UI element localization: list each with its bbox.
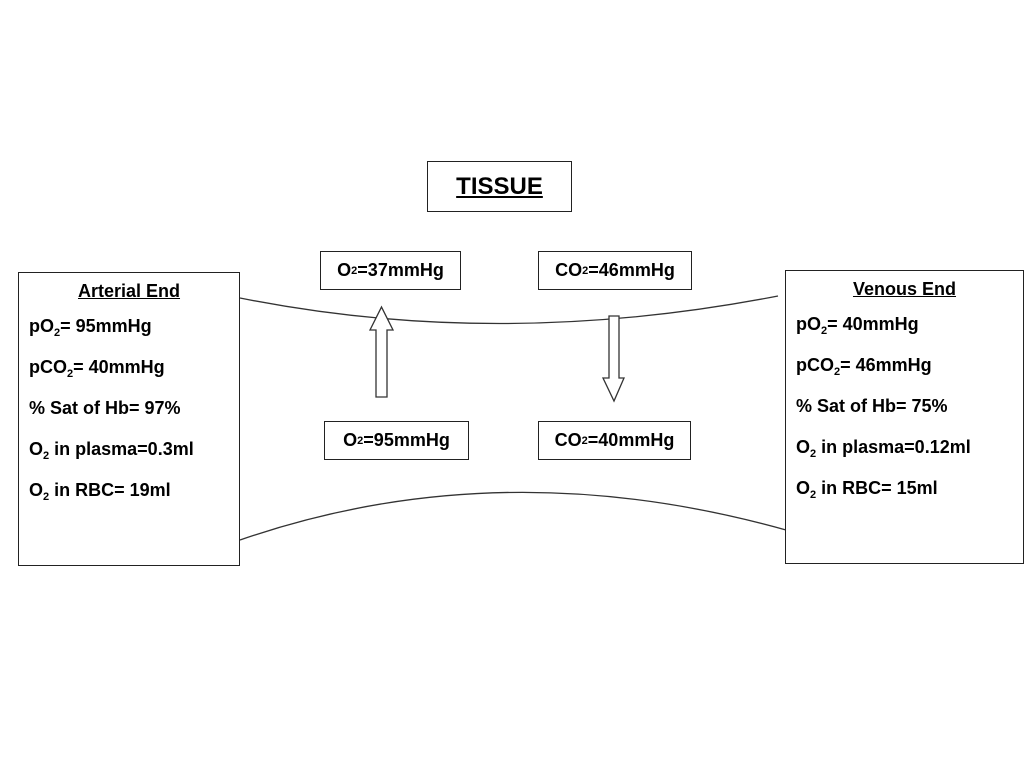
- capillary-upper-wall: [239, 295, 779, 325]
- arterial-pco2-label: pCO: [29, 357, 67, 377]
- venous-o2-plasma-sub: 2: [810, 448, 817, 460]
- arterial-hb-sat-text: % Sat of Hb= 97%: [29, 398, 181, 418]
- arterial-pco2-value: = 40mmHg: [73, 357, 165, 377]
- venous-o2-rbc: O2 in RBC= 15ml: [796, 478, 1013, 501]
- venous-hb-sat-text: % Sat of Hb= 75%: [796, 396, 948, 416]
- venous-po2-label: pO: [796, 314, 821, 334]
- arterial-o2-plasma-label: O: [29, 439, 44, 459]
- arrow-up-icon: [368, 305, 395, 398]
- venous-o2-rbc-sub: 2: [810, 489, 817, 501]
- arterial-end-heading: Arterial End: [77, 281, 181, 301]
- venous-hb-sat: % Sat of Hb= 75%: [796, 396, 1013, 417]
- venous-end-heading: Venous End: [852, 279, 957, 299]
- arterial-po2-label: pO: [29, 316, 54, 336]
- venous-pco2-label: pCO: [796, 355, 834, 375]
- blood-o2-value: =95mmHg: [363, 430, 450, 450]
- arterial-po2: pO2= 95mmHg: [29, 316, 229, 339]
- arterial-hb-sat: % Sat of Hb= 97%: [29, 398, 229, 419]
- arterial-o2-rbc: O2 in RBC= 19ml: [29, 480, 229, 503]
- venous-pco2-sub: 2: [834, 366, 841, 378]
- arterial-o2-rbc-value: in RBC= 19ml: [49, 480, 171, 500]
- venous-o2-plasma-label: O: [796, 437, 811, 457]
- arterial-o2-rbc-sub: 2: [43, 491, 50, 503]
- arterial-po2-sub: 2: [54, 327, 61, 339]
- arterial-pco2: pCO2= 40mmHg: [29, 357, 229, 380]
- venous-o2-rbc-label: O: [796, 478, 811, 498]
- capillary-lower-wall: [239, 491, 787, 541]
- venous-po2-sub: 2: [821, 325, 828, 337]
- arterial-o2-plasma-sub: 2: [43, 450, 50, 462]
- tissue-title-box: TISSUE: [427, 161, 572, 212]
- tissue-co2-value: =46mmHg: [588, 260, 675, 280]
- arterial-o2-plasma: O2 in plasma=0.3ml: [29, 439, 229, 462]
- arterial-end-box: Arterial End pO2= 95mmHg pCO2= 40mmHg % …: [18, 272, 240, 566]
- arterial-o2-rbc-label: O: [29, 480, 44, 500]
- venous-end-box: Venous End pO2= 40mmHg pCO2= 46mmHg % Sa…: [785, 270, 1024, 564]
- venous-po2-value: = 40mmHg: [827, 314, 919, 334]
- blood-o2-symbol: O: [343, 430, 358, 450]
- arterial-po2-value: = 95mmHg: [60, 316, 152, 336]
- arrow-down-icon: [601, 315, 625, 403]
- tissue-title: TISSUE: [456, 172, 543, 200]
- arterial-o2-plasma-value: in plasma=0.3ml: [49, 439, 194, 459]
- venous-pco2: pCO2= 46mmHg: [796, 355, 1013, 378]
- venous-po2: pO2= 40mmHg: [796, 314, 1013, 337]
- venous-o2-rbc-value: in RBC= 15ml: [816, 478, 938, 498]
- blood-co2-value: =40mmHg: [587, 430, 675, 450]
- tissue-o2-value: =37mmHg: [357, 260, 444, 280]
- venous-o2-plasma-value: in plasma=0.12ml: [816, 437, 971, 457]
- venous-pco2-value: = 46mmHg: [840, 355, 932, 375]
- tissue-o2-symbol: O: [337, 260, 352, 280]
- arterial-pco2-sub: 2: [67, 368, 74, 380]
- blood-co2-symbol: CO: [554, 430, 582, 450]
- venous-o2-plasma: O2 in plasma=0.12ml: [796, 437, 1013, 460]
- tissue-co2-symbol: CO: [555, 260, 583, 280]
